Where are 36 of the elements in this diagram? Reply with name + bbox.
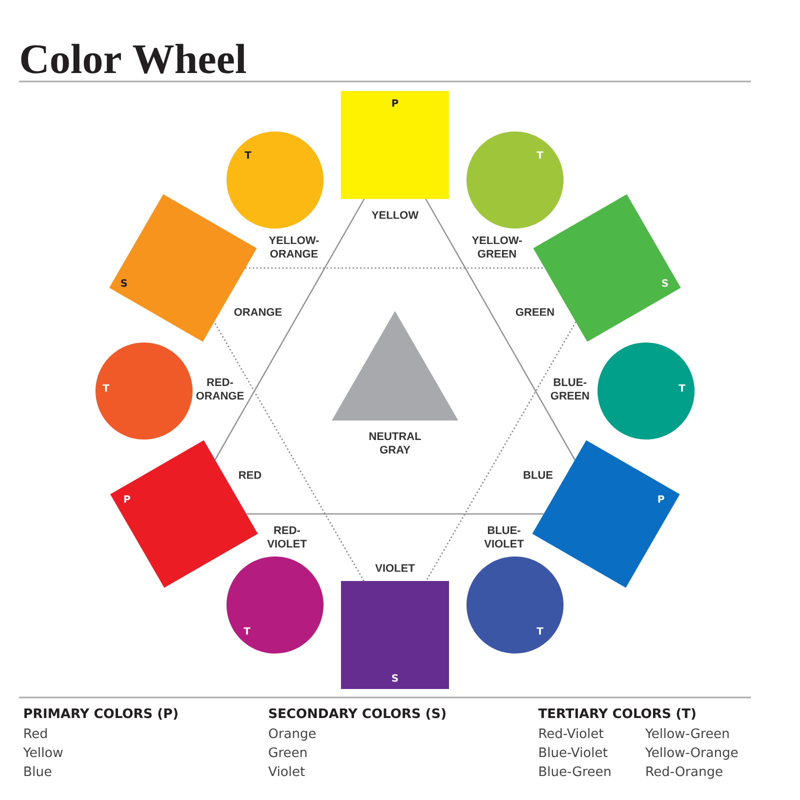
color-label: RED- VIOLET (267, 526, 307, 548)
list-item: Blue-Violet (539, 747, 608, 758)
color-label: YELLOW- ORANGE (268, 236, 319, 258)
list-item: Red-Orange (646, 766, 722, 779)
connector-line (246, 513, 544, 515)
list-item: Red (24, 728, 47, 738)
color-label: BLUE- GREEN (550, 378, 589, 400)
connector-line (245, 267, 545, 269)
color-label: ORANGE (234, 308, 282, 316)
list-heading: PRIMARY COLORS (P) (24, 708, 178, 720)
list-item: Yellow-Green (645, 728, 729, 738)
connector-line (425, 198, 576, 460)
color-label: BLUE- VIOLET (484, 526, 524, 548)
list-heading: TERTIARY COLORS (T) (538, 708, 696, 720)
list-item: Green (268, 747, 306, 758)
list-item: Blue (24, 766, 52, 776)
list-item: Blue-Green (539, 766, 610, 776)
connector-line (214, 322, 364, 582)
color-square: S (341, 581, 449, 689)
connector-line (214, 198, 365, 460)
color-label: NEUTRAL GRAY (369, 432, 421, 454)
color-label: RED- ORANGE (196, 378, 244, 400)
triangle (332, 311, 458, 420)
color-label: YELLOW (372, 211, 419, 219)
color-square: P (341, 91, 449, 199)
list-heading: SECONDARY COLORS (S) (269, 708, 446, 720)
title: Color Wheel (21, 44, 246, 74)
color-label: GREEN (516, 308, 554, 316)
list-item: Orange (268, 728, 316, 741)
list-item: Violet (268, 766, 305, 776)
color-label: VIOLET (375, 564, 415, 572)
connector-line (426, 322, 576, 582)
color-label: YELLOW- GREEN (472, 236, 522, 258)
list-item: Yellow-Orange (645, 747, 738, 760)
list-item: Yellow (23, 747, 63, 758)
list-item: Red-Violet (539, 728, 604, 738)
